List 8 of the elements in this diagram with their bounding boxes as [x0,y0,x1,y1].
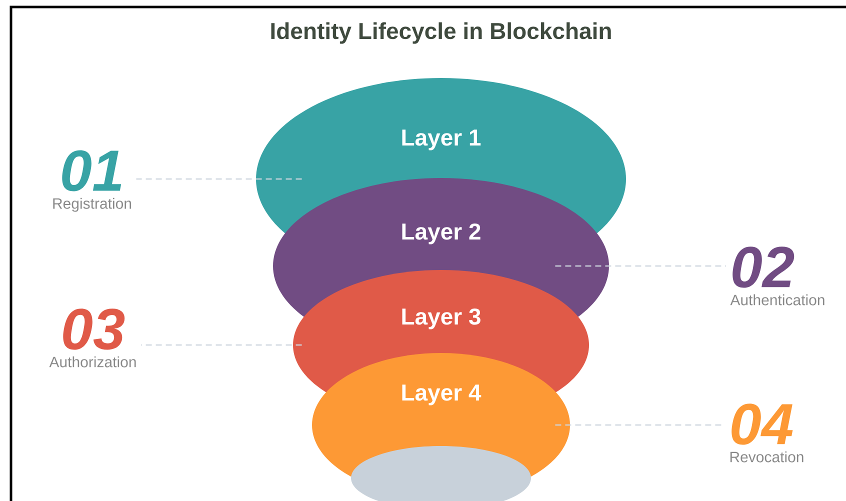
step-label: 03 Authorization [49,308,136,368]
step-label: 01 Registration [53,150,132,212]
title: Identity Lifecycle in Blockchain [271,22,611,44]
step-label: 02 Authentication [730,246,824,306]
leader-line [555,265,726,267]
leader-line [140,344,302,346]
step-label: 04 Revocation [730,404,804,462]
leader-line [136,178,302,180]
